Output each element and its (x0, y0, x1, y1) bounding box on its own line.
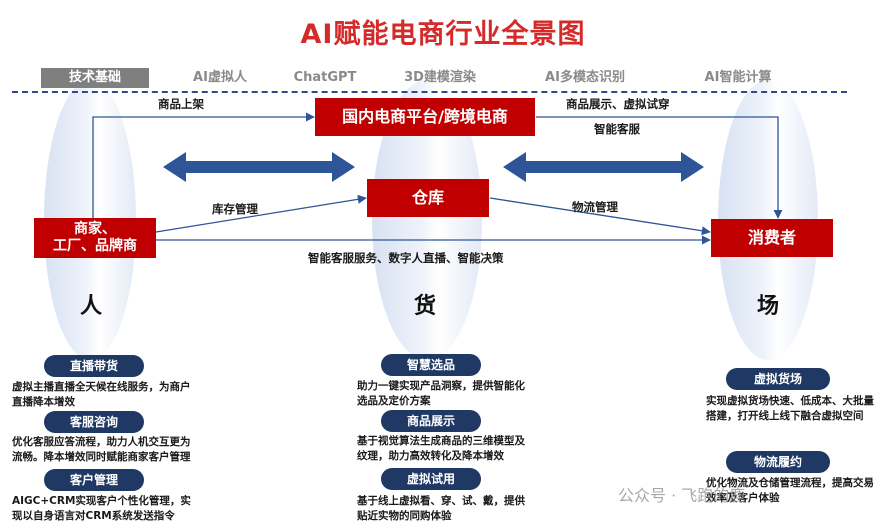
desc-customer-management: AIGC+CRM实现客户个性化管理，实现以自身语言对CRM系统发送指令 (12, 495, 191, 522)
pillar-goods: 货 (414, 294, 437, 319)
tag-virtual-trial: 虚拟试用 (381, 468, 481, 490)
tech-item-smart-compute: AI智能计算 (704, 70, 772, 85)
tech-item-virtual-human: AI虚拟人 (193, 70, 247, 85)
label-listing: 商品上架 (158, 97, 204, 111)
label-display: 商品展示、虚拟试穿 (566, 97, 670, 111)
label-smart-service: 智能客服 (594, 122, 640, 136)
tech-divider (12, 91, 847, 93)
desc-customer-service: 优化客服应答流程，助力人机交互更为流畅。降本增效同时赋能商家客户管理 (12, 436, 191, 463)
label-bottom-flow: 智能客服服务、数字人直播、智能决策 (308, 251, 504, 265)
double-arrow-left (163, 152, 355, 182)
warehouse-box: 仓库 (367, 179, 489, 217)
double-arrow-right (503, 152, 704, 182)
merchant-box: 商家、 工厂、品牌商 (34, 218, 156, 258)
pillar-people: 人 (80, 294, 103, 319)
tag-product-display: 商品展示 (381, 410, 481, 432)
tech-item-chatgpt: ChatGPT (293, 70, 357, 85)
page-title: AI赋能电商行业全景图 (300, 19, 586, 50)
desc-virtual-venue: 实现虚拟货场快速、低成本、大批量搭建，打开线上线下融合虚拟空间 (706, 395, 874, 422)
platform-box: 国内电商平台/跨境电商 (315, 98, 535, 136)
tag-logistics-fulfillment: 物流履约 (726, 451, 830, 473)
tag-smart-selection: 智慧选品 (381, 354, 481, 376)
desc-product-display: 基于视觉算法生成商品的三维模型及纹理，助力高效转化及降本增效 (357, 435, 525, 462)
label-logistics: 物流管理 (572, 200, 618, 214)
arrow-merchant-to-warehouse (155, 194, 367, 233)
pillar-place: 场 (757, 294, 780, 319)
tech-item-base: 技术基础 (41, 68, 149, 88)
desc-smart-selection: 助力一键实现产品洞察，提供智能化选品及定价方案 (357, 380, 525, 407)
watermark: 公众号 · 飞跑的鹿 (618, 486, 746, 505)
consumer-box: 消费者 (711, 219, 833, 257)
desc-logistics-fulfillment: 优化物流及仓储管理流程，提高交易效率及客户体验 (706, 477, 874, 504)
arrow-platform-to-consumer (536, 116, 783, 219)
tag-live-streaming: 直播带货 (44, 355, 144, 377)
arrow-merchant-to-platform (92, 112, 315, 218)
tag-customer-service: 客服咨询 (44, 411, 144, 433)
arrow-warehouse-to-consumer (489, 197, 711, 236)
tech-item-3d-rendering: 3D建模渲染 (404, 70, 476, 85)
label-inventory: 库存管理 (212, 202, 258, 216)
desc-live-streaming: 虚拟主播直播全天候在线服务，为商户直播降本增效 (12, 381, 191, 408)
tag-virtual-venue: 虚拟货场 (726, 368, 830, 390)
tech-item-multimodal: AI多模态识别 (545, 70, 625, 85)
tech-row: 技术基础 AI虚拟人 ChatGPT 3D建模渲染 AI多模态识别 AI智能计算 (0, 68, 886, 88)
tag-customer-management: 客户管理 (44, 469, 144, 491)
desc-virtual-trial: 基于线上虚拟看、穿、试、戴，提供贴近实物的同购体验 (357, 495, 525, 522)
